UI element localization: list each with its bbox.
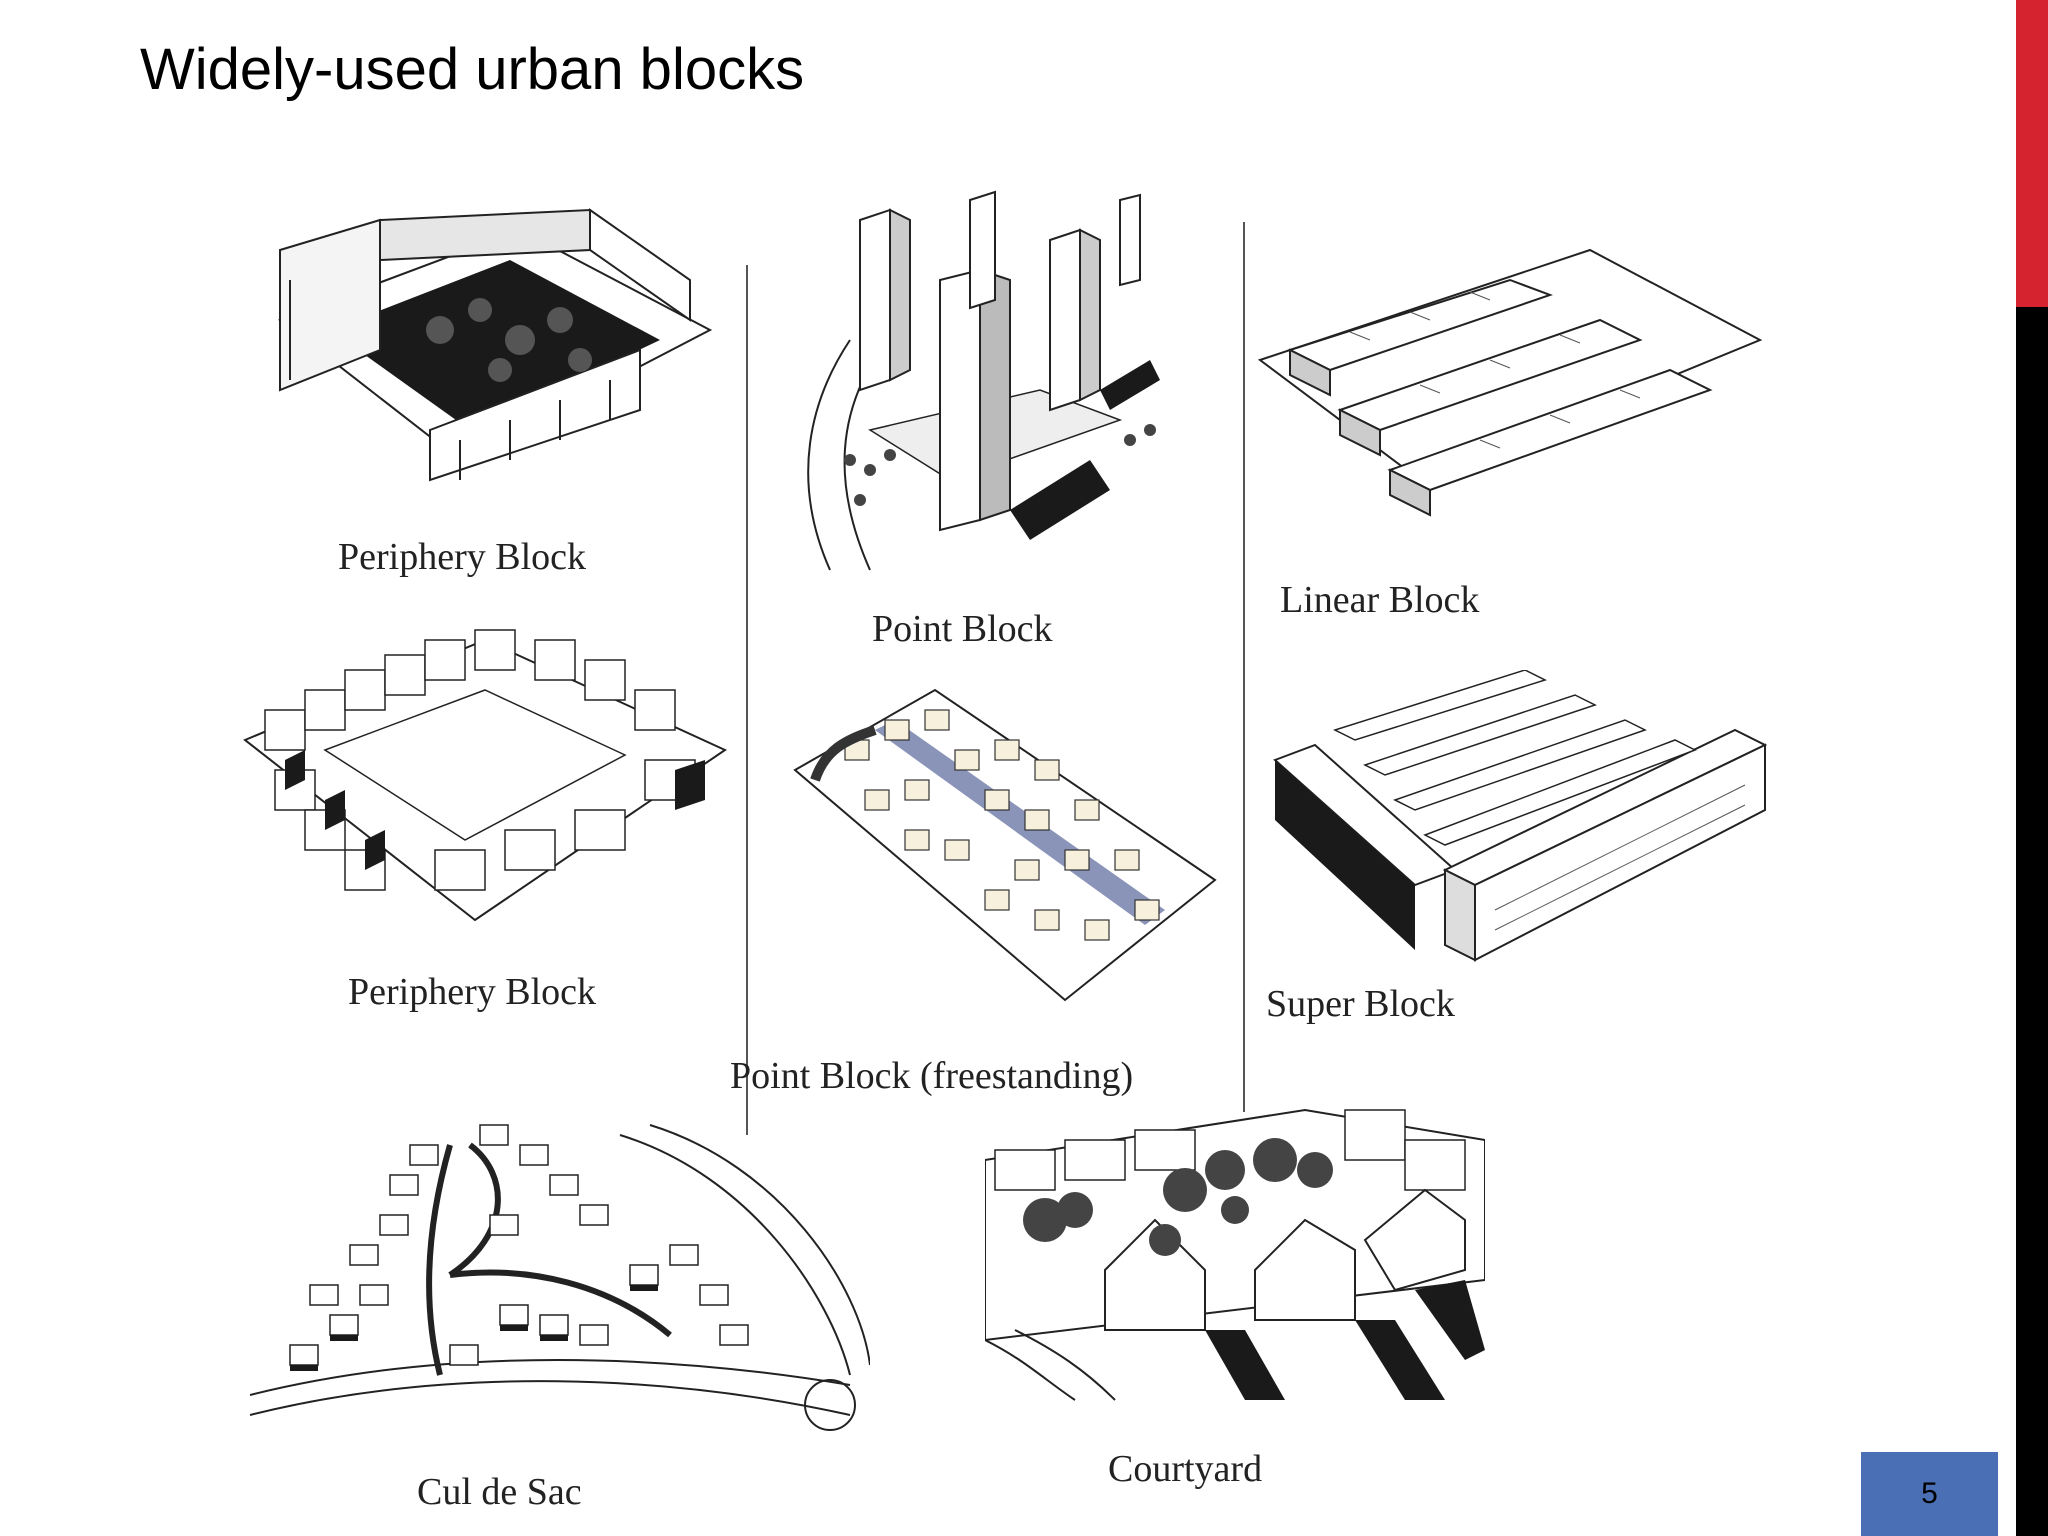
caption-linear-block: Linear Block [1280,579,1480,621]
caption-courtyard: Courtyard [1108,1448,1263,1490]
divider-right [1243,222,1245,1112]
caption-cul-de-sac: Cul de Sac [417,1471,582,1513]
page-number-box: 5 [1861,1452,1998,1536]
caption-periphery-block-bottom: Periphery Block [348,971,597,1013]
caption-super-block: Super Block [1266,983,1455,1025]
linear-block-illustration [1257,248,1763,517]
canal [875,720,1165,925]
urban-blocks-figure: Periphery Block Point Block [230,160,1790,1520]
cul-de-sac-illustration [250,1124,870,1431]
courtyard-illustration [985,1108,1485,1401]
slide-title: Widely-used urban blocks [140,37,805,102]
point-block-freestanding-illustration [793,688,1217,1002]
divider-left [746,265,748,1135]
periphery-block-top-illustration [277,208,713,482]
accent-bar-black [2016,307,2048,1536]
caption-periphery-block-top: Periphery Block [338,536,587,578]
caption-point-block: Point Block [872,608,1053,650]
page-number: 5 [1921,1477,1938,1510]
periphery-block-bottom-illustration [243,629,728,922]
caption-point-block-freestanding: Point Block (freestanding) [730,1055,1134,1097]
super-block-illustration [1273,670,1768,962]
point-block-illustration [807,190,1160,571]
accent-bar-red [2016,0,2048,307]
